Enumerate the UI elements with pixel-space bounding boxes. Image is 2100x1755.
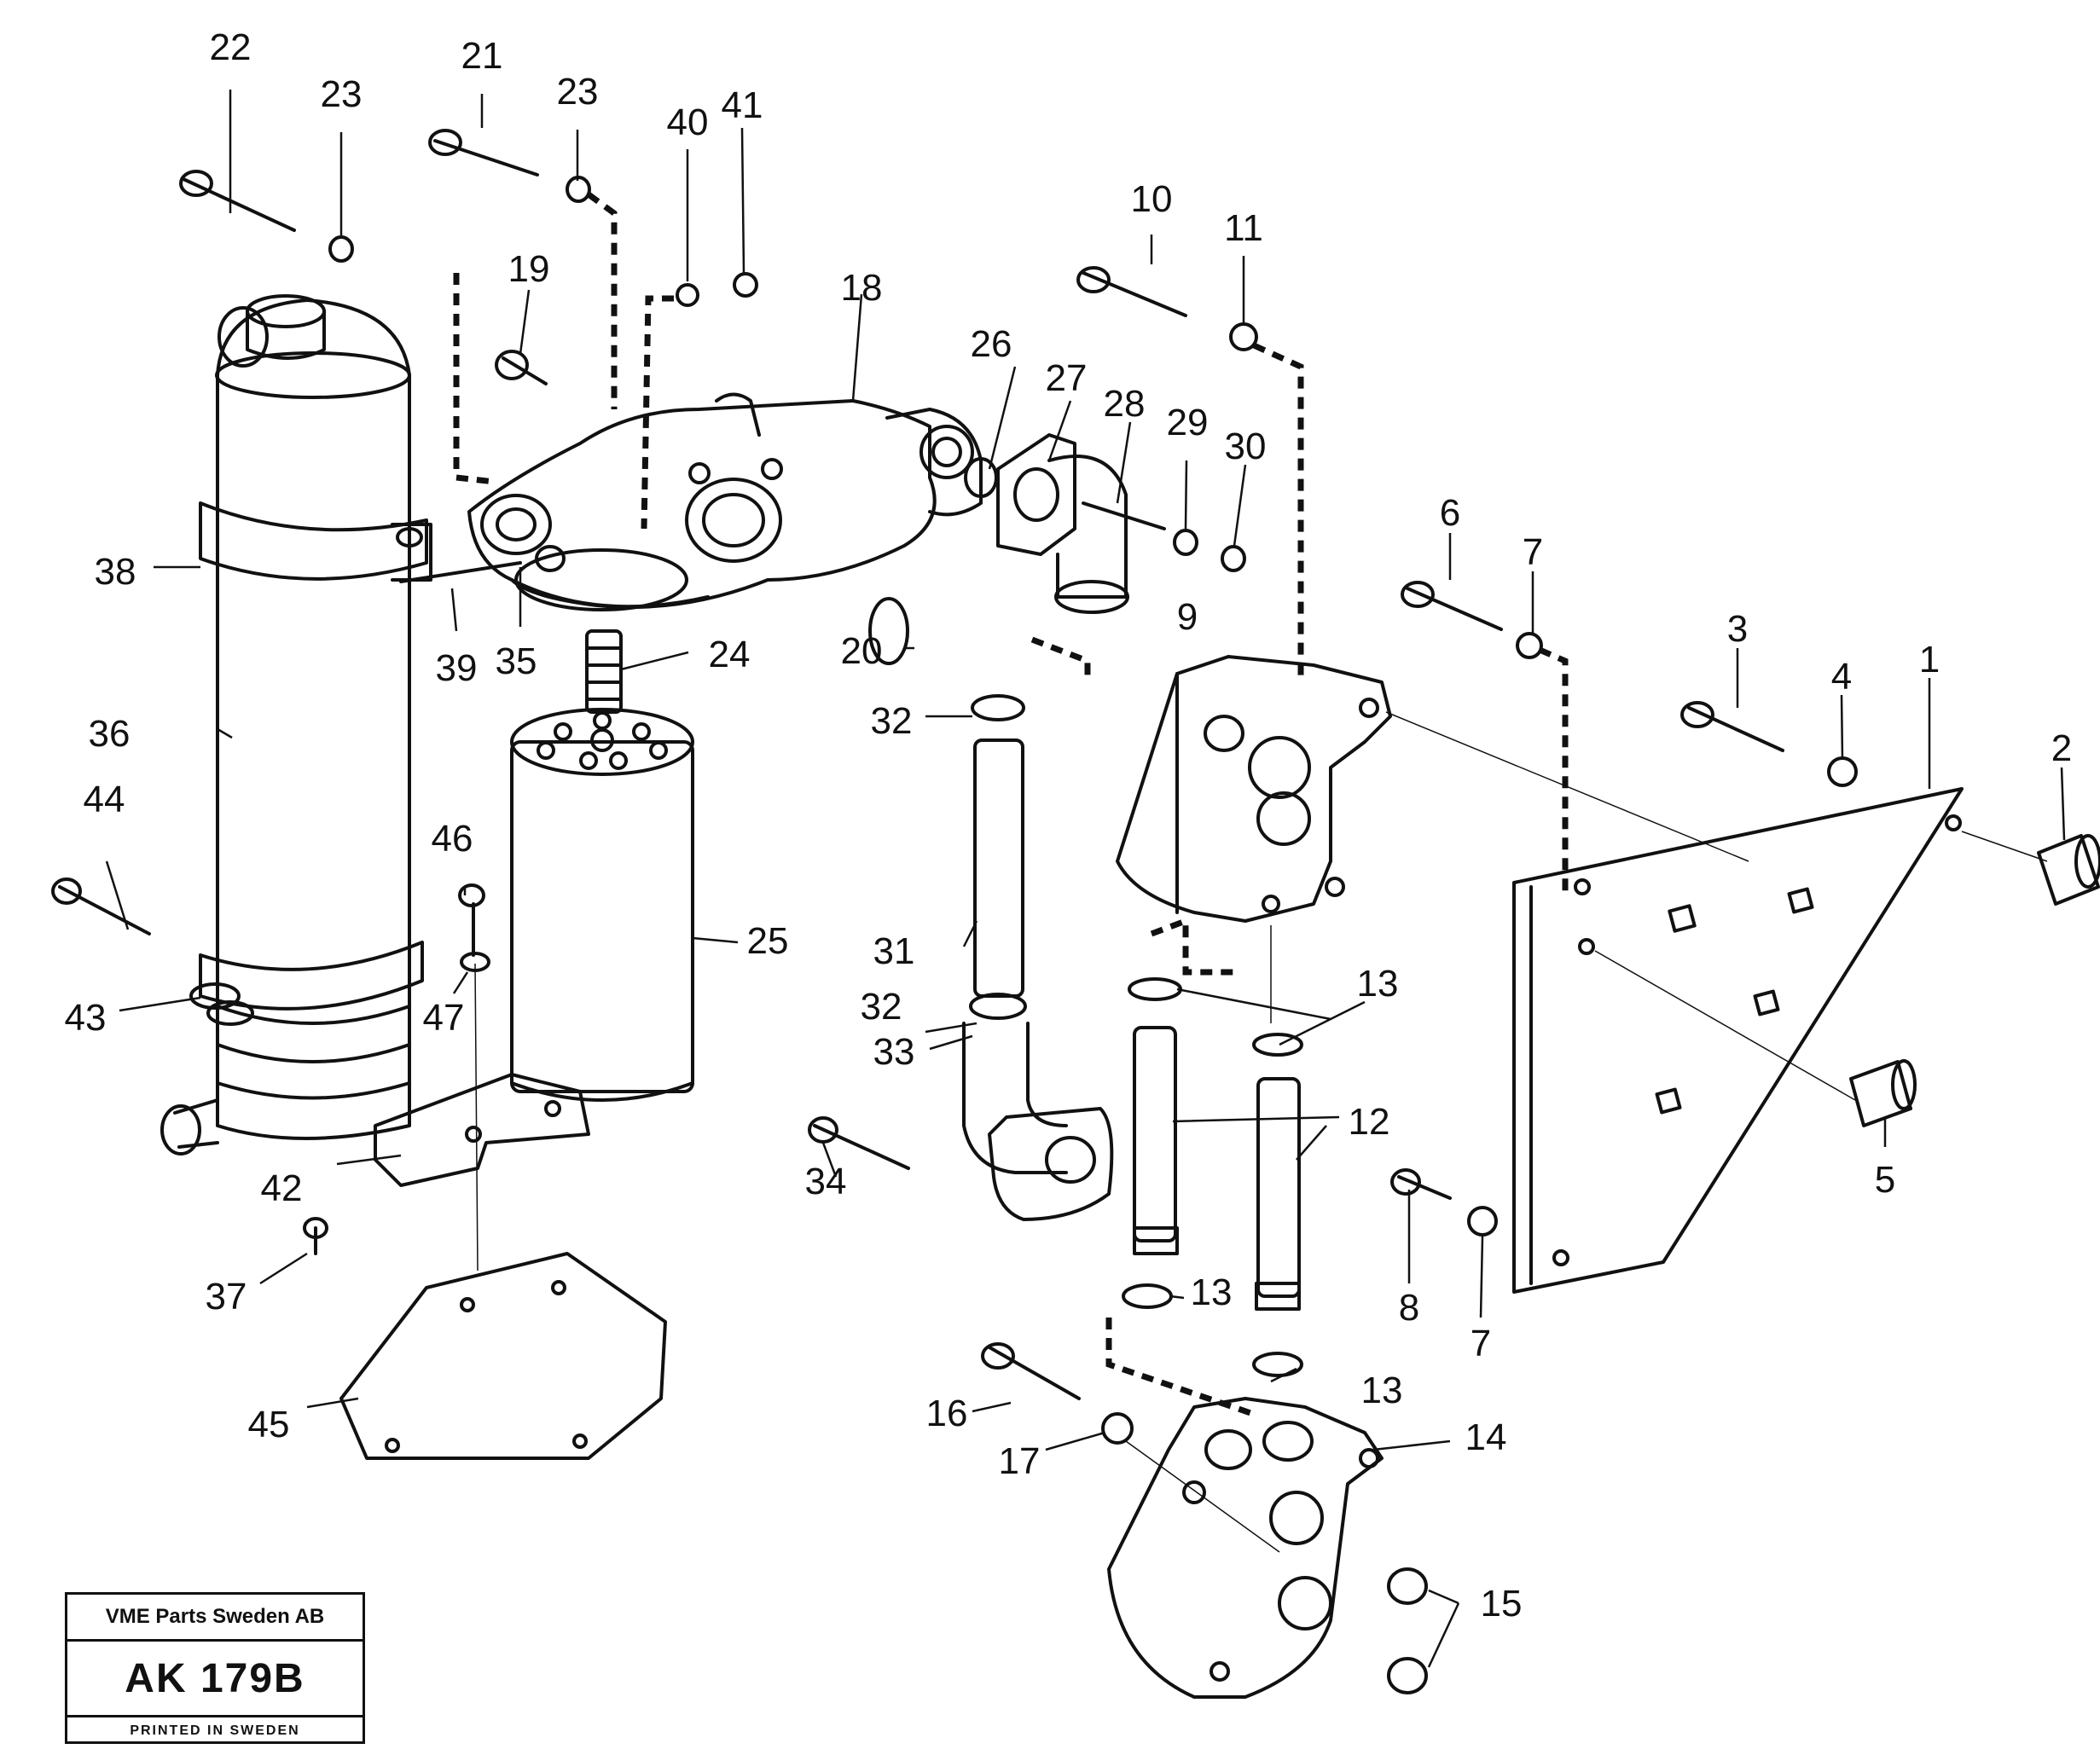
- washers: [328, 176, 1858, 1445]
- callout-29: 29: [1167, 402, 1209, 443]
- callouts: 1 2 3 4 5 6 7 7 8 9 10 11 12 13 13 13 14…: [65, 26, 2073, 1625]
- callout-30: 30: [1225, 426, 1267, 467]
- callout-33: 33: [873, 1031, 915, 1073]
- callout-7b: 7: [1471, 1323, 1491, 1364]
- upper-clamp: [199, 501, 432, 582]
- callout-5: 5: [1875, 1159, 1895, 1201]
- callout-13a: 13: [1357, 963, 1399, 1005]
- callout-24: 24: [709, 634, 751, 675]
- title-block: VME Parts Sweden AB AK 179B PRINTED IN S…: [65, 1592, 365, 1744]
- callout-7a: 7: [1523, 531, 1543, 573]
- bolts: [51, 129, 1784, 1400]
- o-ring-26: [964, 457, 998, 498]
- callout-20: 20: [841, 630, 883, 672]
- filter-head: [467, 392, 983, 611]
- callout-45: 45: [248, 1404, 290, 1445]
- elbow-flange: [996, 433, 1129, 614]
- callout-6: 6: [1440, 492, 1460, 534]
- callout-19: 19: [508, 248, 550, 290]
- company-name: VME Parts Sweden AB: [67, 1595, 363, 1642]
- lower-clamp: [189, 941, 424, 1026]
- callout-23b: 23: [557, 71, 599, 113]
- callout-40: 40: [667, 101, 709, 143]
- pipe-12-left: [1122, 977, 1182, 1309]
- callout-10: 10: [1131, 178, 1173, 220]
- callout-18: 18: [841, 267, 883, 309]
- nipple: [585, 629, 623, 714]
- callout-4: 4: [1831, 656, 1852, 698]
- o-ring-15b: [1387, 1657, 1428, 1694]
- pipe-31: [969, 694, 1027, 1020]
- callout-31: 31: [873, 930, 915, 972]
- callout-42: 42: [261, 1167, 303, 1209]
- callout-1: 1: [1919, 639, 1940, 681]
- callout-23a: 23: [321, 73, 363, 115]
- callout-36: 36: [89, 713, 131, 755]
- callout-32b: 32: [861, 986, 902, 1028]
- callout-9: 9: [1177, 596, 1198, 638]
- callout-17: 17: [999, 1440, 1041, 1482]
- callout-34: 34: [805, 1161, 847, 1202]
- callout-14: 14: [1465, 1416, 1507, 1458]
- callout-16: 16: [926, 1393, 968, 1434]
- printed-note: PRINTED IN SWEDEN: [67, 1715, 363, 1745]
- callout-44: 44: [84, 779, 125, 820]
- callout-25: 25: [747, 920, 789, 962]
- filter-cartridge: [510, 708, 694, 1102]
- callout-43: 43: [65, 997, 107, 1039]
- callout-3: 3: [1727, 608, 1748, 650]
- callout-47: 47: [423, 997, 465, 1039]
- callout-12: 12: [1349, 1101, 1390, 1143]
- elbow-33: [962, 1022, 1114, 1221]
- callout-2: 2: [2051, 727, 2072, 769]
- plate-45: [339, 1252, 667, 1460]
- callout-15: 15: [1481, 1583, 1523, 1625]
- callout-26: 26: [971, 323, 1012, 365]
- callout-46: 46: [432, 818, 473, 860]
- o-ring-15a: [1387, 1567, 1428, 1605]
- housing-14: [1107, 1397, 1384, 1699]
- callout-21: 21: [461, 35, 503, 77]
- callout-28: 28: [1104, 383, 1146, 425]
- oil-cooler: [160, 294, 411, 1156]
- spacer-5: [1849, 1059, 1917, 1127]
- spacer-2: [2037, 834, 2100, 906]
- bracket-plate: [1512, 787, 1964, 1294]
- gasket-20: [868, 597, 909, 665]
- callout-13c: 13: [1361, 1370, 1403, 1411]
- housing-9: [1116, 655, 1392, 923]
- callout-8: 8: [1399, 1287, 1419, 1329]
- drawing-code: AK 179B: [125, 1655, 305, 1701]
- callout-37: 37: [206, 1276, 247, 1318]
- callout-35: 35: [496, 640, 537, 682]
- callout-38: 38: [95, 551, 136, 593]
- pipe-12-right: [1252, 1033, 1303, 1377]
- callout-11: 11: [1224, 207, 1263, 249]
- callout-22: 22: [210, 26, 252, 68]
- callout-32a: 32: [871, 700, 913, 742]
- callout-27: 27: [1046, 357, 1088, 399]
- callout-13b: 13: [1191, 1271, 1233, 1313]
- callout-41: 41: [722, 84, 763, 126]
- callout-39: 39: [436, 647, 478, 689]
- bracket-42: [374, 1073, 590, 1187]
